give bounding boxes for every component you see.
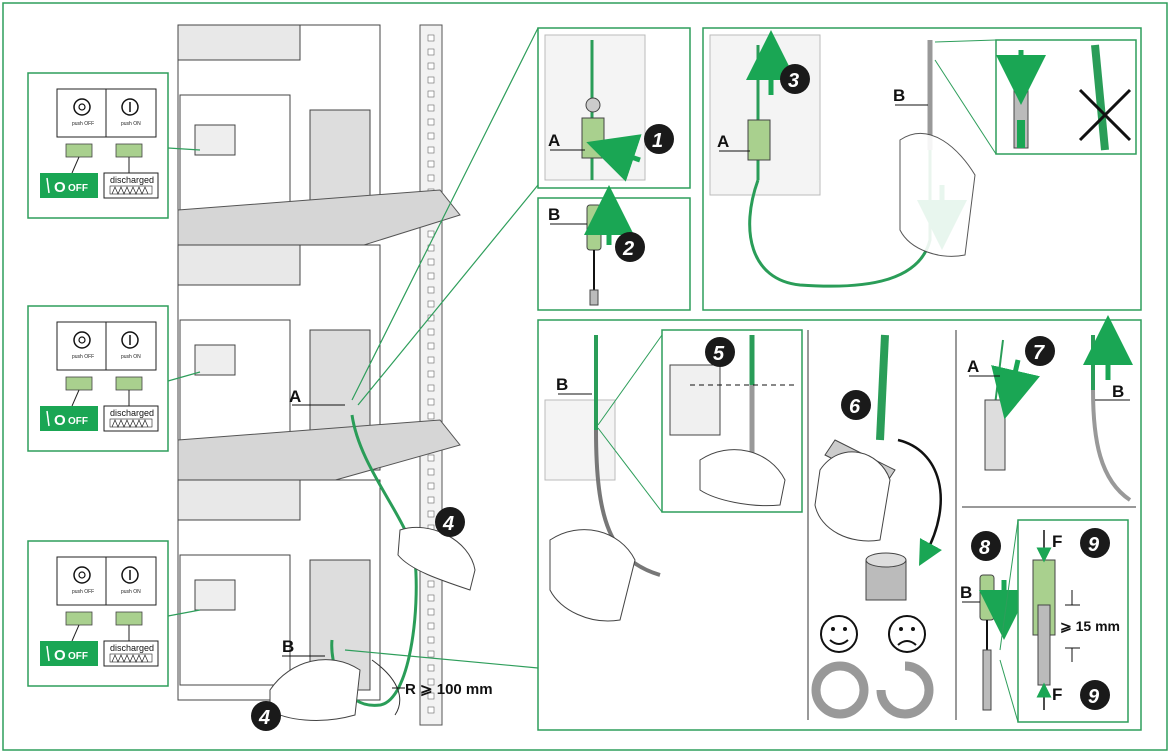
hand-upper — [397, 526, 476, 591]
push-off-button-icon — [73, 98, 91, 116]
off-indicator — [40, 641, 98, 666]
discharged-label: discharged — [110, 408, 154, 418]
step-9-number-bottom: 9 — [1088, 686, 1100, 708]
label-b-box7: B — [1112, 382, 1124, 401]
off-text: OFF — [68, 183, 88, 194]
label-a-box3: A — [717, 132, 729, 151]
off-indicator — [40, 173, 98, 198]
push-off-button-icon — [73, 566, 91, 584]
off-text: OFF — [68, 416, 88, 427]
detail-box-step-1: A 1 — [537, 27, 691, 189]
step-1-number: 1 — [652, 130, 663, 152]
label-a-left: A — [289, 387, 301, 406]
good-cut-section — [811, 661, 869, 719]
radius-label: R ⩾ 100 mm — [405, 681, 493, 698]
step-4-badge-top: 4 — [435, 507, 465, 537]
off-symbol: O — [54, 412, 66, 429]
discharged-label: discharged — [110, 643, 154, 653]
push-on-label: push ON — [121, 589, 141, 595]
callout-lines — [344, 27, 539, 669]
push-on-label: push ON — [121, 121, 141, 127]
push-off-label: push OFF — [72, 121, 94, 127]
sad-face-icon — [888, 615, 926, 653]
step-4-number-bottom: 4 — [258, 707, 270, 729]
step-3-number: 3 — [788, 70, 799, 92]
step-6-area: 6 — [811, 334, 942, 719]
step-4-number-top: 4 — [442, 513, 454, 535]
happy-face-icon — [820, 615, 858, 653]
step-2-number: 2 — [622, 238, 634, 260]
label-b-box8: B — [960, 583, 972, 602]
spring-icon — [111, 186, 149, 195]
label-f-bottom: F — [1052, 685, 1062, 704]
step-7-area: A 7 B — [967, 315, 1133, 502]
spring-icon — [111, 654, 149, 663]
step-9-number-top: 9 — [1088, 534, 1100, 556]
spring-icon — [111, 419, 149, 428]
label-b-box5: B — [556, 375, 568, 394]
step-9-area: F F ⩾ 15 mm 9 9 — [999, 519, 1129, 723]
push-on-label: push ON — [121, 354, 141, 360]
label-b-left: B — [282, 637, 294, 656]
step-6-number: 6 — [849, 396, 861, 418]
off-symbol: O — [54, 179, 66, 196]
label-f-top: F — [1052, 532, 1062, 551]
step-8-number: 8 — [979, 537, 991, 559]
detail-box-step-3: A B 3 — [702, 27, 1142, 311]
label-a-box1: A — [548, 131, 560, 150]
detail-box-step-2: B 2 — [537, 185, 691, 311]
step-4-badge-bottom: 4 — [251, 701, 281, 731]
push-off-button-icon — [73, 331, 91, 349]
off-indicator — [40, 406, 98, 431]
bend-radius-marker — [371, 659, 401, 716]
label-b-box3: B — [893, 86, 905, 105]
rack-illustration: A B R ⩾ 100 mm — [177, 24, 493, 726]
step-7-number: 7 — [1033, 342, 1045, 364]
push-off-label: push OFF — [72, 589, 94, 595]
step-8-area: 8 B — [960, 531, 1029, 711]
label-b-box2: B — [548, 205, 560, 224]
push-off-label: push OFF — [72, 354, 94, 360]
hand-lower — [269, 659, 361, 721]
breaker-unit-middle — [177, 244, 461, 491]
step-5-area: B 5 — [544, 329, 803, 622]
off-text: OFF — [68, 651, 88, 662]
bad-cut-section — [876, 661, 934, 719]
step-5-number: 5 — [713, 343, 725, 365]
off-symbol: O — [54, 647, 66, 664]
min-length-label: ⩾ 15 mm — [1060, 618, 1120, 634]
label-a-box7: A — [967, 357, 979, 376]
discharged-label: discharged — [110, 175, 154, 185]
